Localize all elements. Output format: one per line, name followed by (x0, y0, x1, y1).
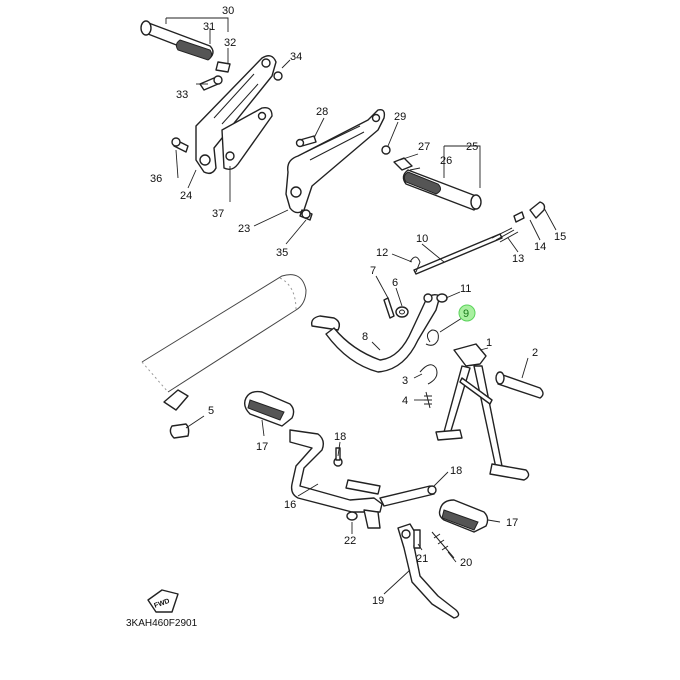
callout-labels: 30 31 32 33 34 28 29 27 25 26 36 24 37 2… (150, 5, 566, 607)
callout-9: 9 (463, 308, 469, 320)
stand-shaft-2 (495, 371, 544, 399)
callout-30: 30 (222, 5, 234, 17)
bolt-21 (413, 529, 421, 549)
callout-6: 6 (392, 277, 398, 289)
callout-5: 5 (208, 405, 214, 417)
bolt-33 (199, 75, 223, 91)
bolt-35 (299, 209, 313, 221)
nut-34 (273, 71, 283, 81)
drawing-code: 3KAH460F2901 (126, 618, 198, 629)
rear-footrest-bracket-left (195, 55, 277, 175)
callout-16: 16 (284, 499, 296, 511)
brake-rod (413, 201, 546, 275)
callout-21: 21 (416, 553, 428, 565)
callout-22: 22 (344, 535, 356, 547)
rear-footrest-peg-right (393, 157, 482, 211)
callout-20: 20 (460, 557, 472, 569)
footrest-bar-16 (289, 429, 435, 529)
callout-9-highlight-ring (458, 304, 476, 322)
callout-35: 35 (276, 247, 288, 259)
rear-footrest-plate-37 (221, 106, 273, 171)
spring-hook-3 (419, 364, 438, 385)
callout-23: 23 (238, 223, 250, 235)
bolt-18-upper (333, 447, 343, 467)
callout-17-right: 17 (506, 517, 518, 529)
callout-34: 34 (290, 51, 302, 63)
rear-footrest-peg-left (140, 20, 231, 73)
callout-28: 28 (316, 106, 328, 118)
callout-32: 32 (224, 37, 236, 49)
spring-4 (424, 391, 432, 409)
nut-29 (381, 145, 391, 155)
muffler-outline (141, 274, 307, 393)
forward-direction-arrow: FWD (147, 589, 179, 613)
pin-7 (383, 297, 395, 319)
cotter-pin-12 (409, 256, 421, 273)
callout-24: 24 (180, 190, 192, 202)
callout-8: 8 (362, 331, 368, 343)
callout-11: 11 (460, 283, 471, 295)
rear-footrest-bracket-right (285, 108, 386, 214)
callout-13: 13 (512, 253, 524, 265)
washer-11 (436, 293, 448, 303)
main-stand (435, 343, 530, 481)
callout-9-highlighted[interactable]: 9 (458, 304, 476, 322)
side-stand-spring-20 (431, 531, 455, 559)
callout-18-upper: 18 (334, 431, 346, 443)
callout-17-left: 17 (256, 441, 268, 453)
damper-5 (163, 389, 190, 439)
callout-7: 7 (370, 265, 376, 277)
callout-14: 14 (534, 241, 546, 253)
leader-lines (165, 17, 557, 595)
washer-22 (346, 511, 358, 521)
callout-37: 37 (212, 208, 224, 220)
callout-4: 4 (402, 395, 408, 407)
brake-pedal (310, 293, 441, 373)
callout-36: 36 (150, 173, 162, 185)
washer-6 (395, 306, 409, 318)
callout-26: 26 (440, 155, 452, 167)
spring-9 (425, 329, 439, 346)
side-stand-19 (397, 523, 460, 619)
callout-18-lower: 18 (450, 465, 462, 477)
callout-25: 25 (466, 141, 478, 153)
callout-31: 31 (203, 21, 215, 33)
footrest-rubber-left-17 (243, 390, 295, 427)
callout-3: 3 (402, 375, 408, 387)
callout-29: 29 (394, 111, 406, 123)
bolt-28 (295, 135, 317, 148)
bolt-36 (171, 137, 189, 153)
callout-27: 27 (418, 141, 430, 153)
callout-15: 15 (554, 231, 566, 243)
callout-1: 1 (486, 337, 492, 349)
callout-10: 10 (416, 233, 428, 245)
callout-33: 33 (176, 89, 188, 101)
footrest-rubber-right-17 (438, 499, 489, 533)
bolt-18-lower (427, 485, 437, 495)
callout-19: 19 (372, 595, 384, 607)
callout-12: 12 (376, 247, 388, 259)
callout-2: 2 (532, 347, 538, 359)
